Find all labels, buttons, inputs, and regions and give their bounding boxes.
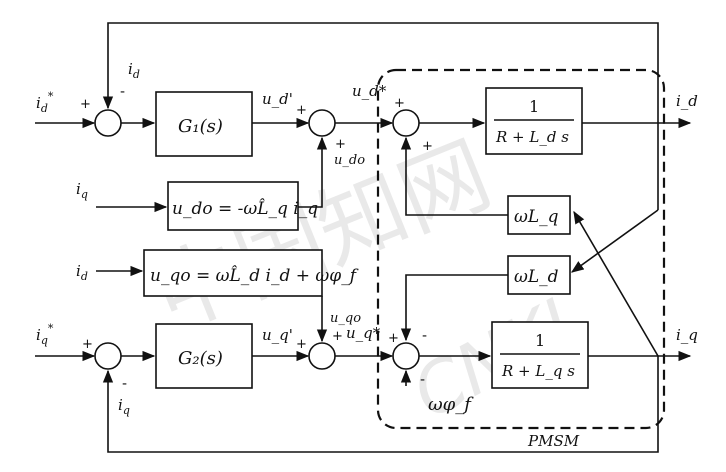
sum-junction-d2 [308,109,336,137]
id-ref-label: id* [36,90,54,115]
uq-prime-label: u_q' [262,326,293,344]
iq-to-wlq [573,210,659,357]
uqo-signal-label: u_qo [330,311,361,326]
id-to-wld [570,209,659,273]
pmsm-label: PMSM [527,432,580,450]
wlq-to-sum3 [400,136,508,216]
pmsm-boundary [376,68,666,430]
omega-lq-label: ωL_q [514,207,559,227]
sum2-plus-bottom: + [335,137,346,152]
transfer-fn-q-block [491,321,589,389]
udo-to-sum2 [298,136,328,208]
sum-junction-d1 [94,109,122,137]
sum4-plus: + [82,337,93,352]
wld-to-sum4 [400,274,508,342]
transfer-fn-d-block [485,87,583,155]
sum3-plus-left: + [394,96,405,111]
sum5-plus-left: + [296,337,307,352]
omega-ld-label: ωL_d [514,267,559,287]
uqo-feedforward-block [143,249,323,297]
sum1-plus: + [80,97,91,112]
udo-signal-label: u_do [334,153,365,168]
udo-equation: u_do = -ωL̂_q i_q [172,199,318,219]
iq-output-label: i_q [676,326,698,344]
tfq-denominator: R + L_q s [501,362,575,380]
sum-junction-q1 [94,342,122,370]
ud-prime-label: u_d' [262,90,293,108]
sum6-plus-left: + [388,331,399,346]
g1-label: G₁(s) [178,116,223,137]
g1-block [155,91,253,157]
omega-phi-label: ωφ_f [428,394,474,415]
tfq-numerator: 1 [535,331,545,350]
ud-star-label: u_d* [352,82,387,100]
g2-label: G₂(s) [178,348,223,369]
id-output-label: i_d [676,92,698,110]
sum1-minus: - [120,84,125,100]
sum3-plus-bottom: + [422,139,433,154]
sum-junction-d3 [392,109,420,137]
sum6-minus-top: - [422,328,427,344]
iq-feedback-line [102,356,659,453]
omega-ld-block [507,255,571,295]
sum6-minus-bottom: - [420,372,425,388]
sum-junction-q2 [308,342,336,370]
uq-star-label: u_q* [346,324,381,342]
tfd-numerator: 1 [529,97,539,116]
sum2-plus-left: + [296,103,307,118]
iq-feedback-label: iq [118,396,130,417]
sum4-minus: - [122,376,127,392]
sum5-plus-top: + [332,329,343,344]
uqo-equation: u_qo = ωL̂_d i_d + ωφ_f [150,266,359,286]
tfd-denominator: R + L_d s [495,128,569,146]
g2-block [155,323,253,389]
udo-feedforward-block [167,181,299,231]
id-feedback-label: id [128,60,140,81]
sum-junction-q3 [392,342,420,370]
iq-ref-label: iq* [36,322,54,347]
iq-left-label: iq [76,180,88,201]
omega-lq-block [507,195,571,235]
id-left-label: id [76,262,88,283]
id-feedback-line [102,22,659,123]
